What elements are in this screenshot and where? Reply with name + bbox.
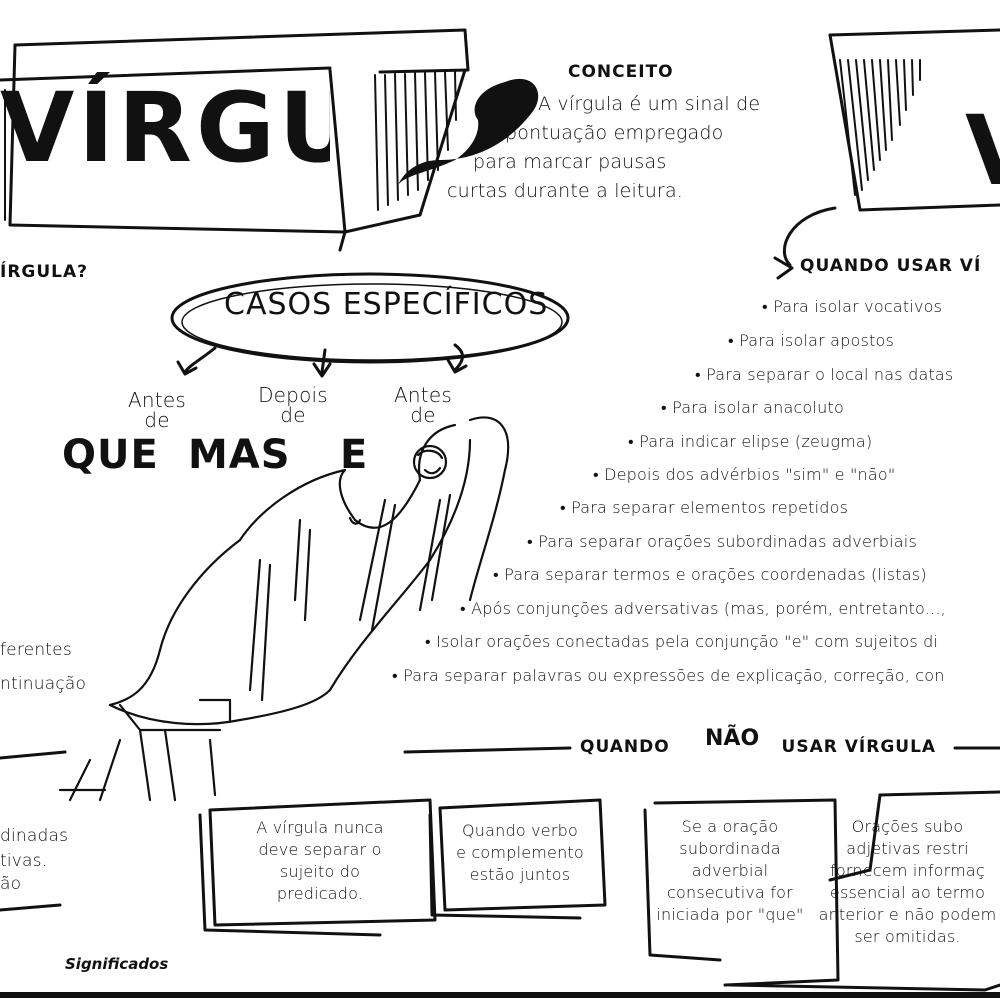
case-word-que: QUE bbox=[62, 432, 159, 478]
left-fragment: dinadas bbox=[0, 826, 69, 846]
concept-heading: CONCEITO bbox=[568, 62, 674, 82]
not-usage-box-4: Orações subo adjetivas restri fornecem i… bbox=[818, 817, 997, 946]
case-word-e: E bbox=[340, 432, 369, 478]
usage-rule: • Isolar orações conectadas pela conjunç… bbox=[425, 632, 939, 651]
concept-line-2: pontuação empregado bbox=[505, 122, 724, 144]
not-usage-heading: QUANDO USAR VÍRGULA bbox=[580, 737, 937, 757]
usage-rule: • Para isolar apostos bbox=[728, 331, 895, 350]
left-fragment: ntinuação bbox=[0, 674, 87, 694]
comma-icon bbox=[398, 78, 539, 185]
brand-footer: Significados bbox=[65, 955, 169, 973]
usage-rule: • Para separar termos e orações coordena… bbox=[493, 565, 927, 584]
usage-rule: • Para separar palavras ou expressões de… bbox=[392, 666, 945, 685]
left-fragment: tivas. bbox=[0, 851, 48, 871]
right-title-fragment: V bbox=[965, 95, 1000, 207]
case-prefix-e: Antes de bbox=[394, 383, 452, 427]
not-usage-box-3: Se a oração subordinada adverbial consec… bbox=[656, 817, 804, 924]
case-prefix-mas: Depois de bbox=[258, 383, 328, 427]
specific-cases-heading: CASOS ESPECÍFICOS bbox=[224, 287, 549, 322]
casos-ellipse bbox=[170, 272, 570, 364]
usage-rule: • Depois dos advérbios "sim" e "não" bbox=[593, 465, 896, 484]
concept-line-3: para marcar pausas bbox=[473, 151, 667, 173]
usage-rule: • Para isolar vocativos bbox=[762, 297, 943, 316]
case-prefix-que: Antes de bbox=[128, 388, 186, 432]
title-ribbon bbox=[0, 28, 470, 252]
curved-arrow-icon bbox=[782, 206, 837, 267]
not-usage-boxes bbox=[0, 790, 1000, 992]
left-question-fragment: ÍRGULA? bbox=[0, 262, 89, 282]
usage-rule: • Para isolar anacoluto bbox=[661, 398, 844, 417]
pointing-figure-illustration bbox=[58, 416, 510, 802]
concept-line-4: curtas durante a leitura. bbox=[447, 180, 684, 202]
left-fragment: ão bbox=[0, 874, 22, 894]
down-arrows bbox=[176, 343, 468, 378]
usage-rule: • Após conjunções adversativas (mas, por… bbox=[460, 599, 946, 618]
usage-heading: QUANDO USAR VÍ bbox=[800, 256, 982, 276]
not-usage-emphasis: NÃO bbox=[705, 726, 760, 751]
arrow-head bbox=[773, 256, 794, 280]
left-fragment: ferentes bbox=[0, 640, 72, 660]
concept-line-1: A vírgula é um sinal de bbox=[538, 93, 761, 115]
usage-rule: • Para indicar elipse (zeugma) bbox=[628, 432, 873, 451]
usage-rule: • Para separar elementos repetidos bbox=[560, 498, 849, 517]
not-usage-box-2: Quando verbo e complemento estão juntos bbox=[456, 821, 584, 884]
usage-rule: • Para separar o local nas datas bbox=[695, 365, 954, 384]
right-ribbon bbox=[828, 28, 1000, 212]
not-usage-box-1: A vírgula nunca deve separar o sujeito d… bbox=[256, 818, 384, 903]
case-word-mas: MAS bbox=[188, 432, 291, 478]
usage-rule: • Para separar orações subordinadas adve… bbox=[527, 532, 917, 551]
page-title: VÍRGULA bbox=[0, 72, 330, 184]
